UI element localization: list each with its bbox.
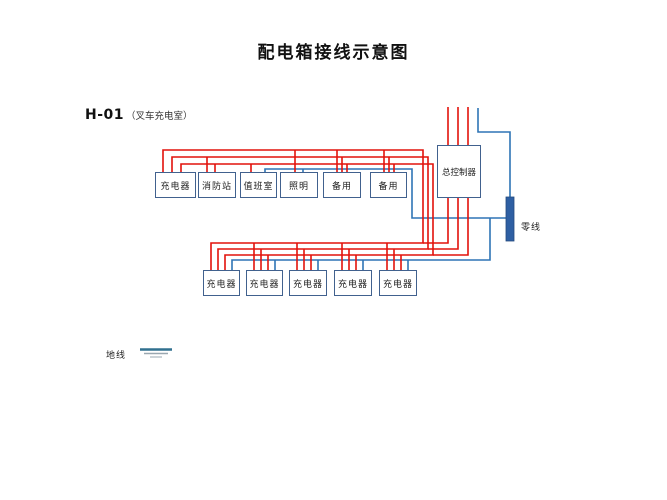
box-charger-bottom-4: 充电器 [334, 270, 372, 296]
panel-code: H-01 [85, 107, 125, 123]
live-controller-out-3 [433, 198, 469, 256]
box-charger-top: 充电器 [155, 172, 196, 198]
box-charger-bottom-5: 充电器 [379, 270, 417, 296]
neutral-wire-incoming [477, 108, 511, 197]
box-duty-room: 值班室 [240, 172, 277, 198]
neutral-bus-label: 零线 [521, 223, 542, 233]
box-main-controller: 总控制器 [437, 145, 481, 198]
panel-subtitle: H-01（叉车充电室） [85, 104, 193, 123]
box-charger-bottom-2: 充电器 [246, 270, 283, 296]
box-label: 充电器 [206, 279, 237, 290]
box-spare-1: 备用 [323, 172, 361, 198]
box-label: 备用 [331, 181, 352, 192]
box-fire-station: 消防站 [198, 172, 236, 198]
box-lighting: 照明 [280, 172, 318, 198]
page-title: 配电箱接线示意图 [257, 43, 410, 63]
live-bus-2 [171, 156, 429, 270]
box-label: 消防站 [201, 181, 232, 192]
box-label: 充电器 [160, 181, 191, 192]
ground-label: 地线 [106, 351, 127, 361]
neutral-bus-bar [505, 196, 515, 242]
live-wires [162, 107, 469, 270]
live-bus-1 [162, 149, 424, 270]
box-label: 照明 [288, 181, 309, 192]
box-charger-bottom-3: 充电器 [289, 270, 327, 296]
live-controller-out-1 [423, 198, 449, 244]
neutral-wires [231, 108, 511, 270]
neutral-wire-bottom-bus [231, 218, 491, 270]
controller-label: 总控制器 [441, 167, 476, 178]
live-bus-3 [180, 163, 434, 270]
ground-symbol-icon [140, 348, 172, 358]
box-label: 值班室 [243, 181, 274, 192]
box-label: 充电器 [337, 279, 368, 290]
box-label: 充电器 [292, 279, 323, 290]
live-controller-out-2 [428, 198, 459, 250]
box-charger-bottom-1: 充电器 [203, 270, 240, 296]
room-name: （叉车充电室） [126, 111, 193, 122]
box-label: 充电器 [382, 279, 413, 290]
box-label: 备用 [378, 181, 399, 192]
box-label: 充电器 [249, 279, 280, 290]
neutral-wire-top-bus [264, 168, 506, 219]
box-spare-2: 备用 [370, 172, 407, 198]
